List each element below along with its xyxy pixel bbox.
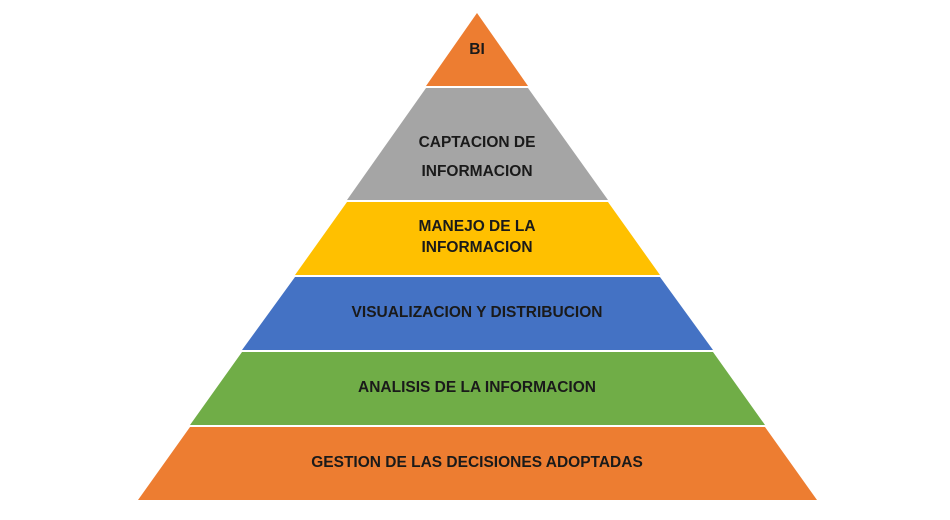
tier-analisis: ANALISIS DE LA INFORMACION [190, 352, 765, 425]
tier-captacion: CAPTACION DE INFORMACION [347, 88, 608, 200]
tier-bi-shape [426, 13, 528, 86]
tier-analisis-label: ANALISIS DE LA INFORMACION [358, 379, 596, 396]
tier-bi-label: BI [469, 41, 485, 58]
tier-manejo-label-line-2: INFORMACION [421, 239, 532, 256]
tier-gestion-label: GESTION DE LAS DECISIONES ADOPTADAS [311, 454, 643, 471]
tier-gestion-shape [138, 427, 817, 500]
tier-gestion: GESTION DE LAS DECISIONES ADOPTADAS [138, 427, 817, 500]
tier-visualizacion-label: VISUALIZACION Y DISTRIBUCION [352, 304, 603, 321]
tier-captacion-shape [347, 88, 608, 200]
tier-visualizacion: VISUALIZACION Y DISTRIBUCION [242, 277, 713, 350]
tier-manejo: MANEJO DE LA INFORMACION [295, 202, 660, 275]
tier-visualizacion-shape [242, 277, 713, 350]
tier-captacion-label-line-2: INFORMACION [421, 163, 532, 180]
tier-manejo-shape [295, 202, 660, 275]
tier-manejo-label-line-1: MANEJO DE LA [418, 218, 535, 235]
tier-bi: BI [426, 13, 528, 86]
tier-captacion-label-line-1: CAPTACION DE [419, 134, 536, 151]
tier-analisis-shape [190, 352, 765, 425]
